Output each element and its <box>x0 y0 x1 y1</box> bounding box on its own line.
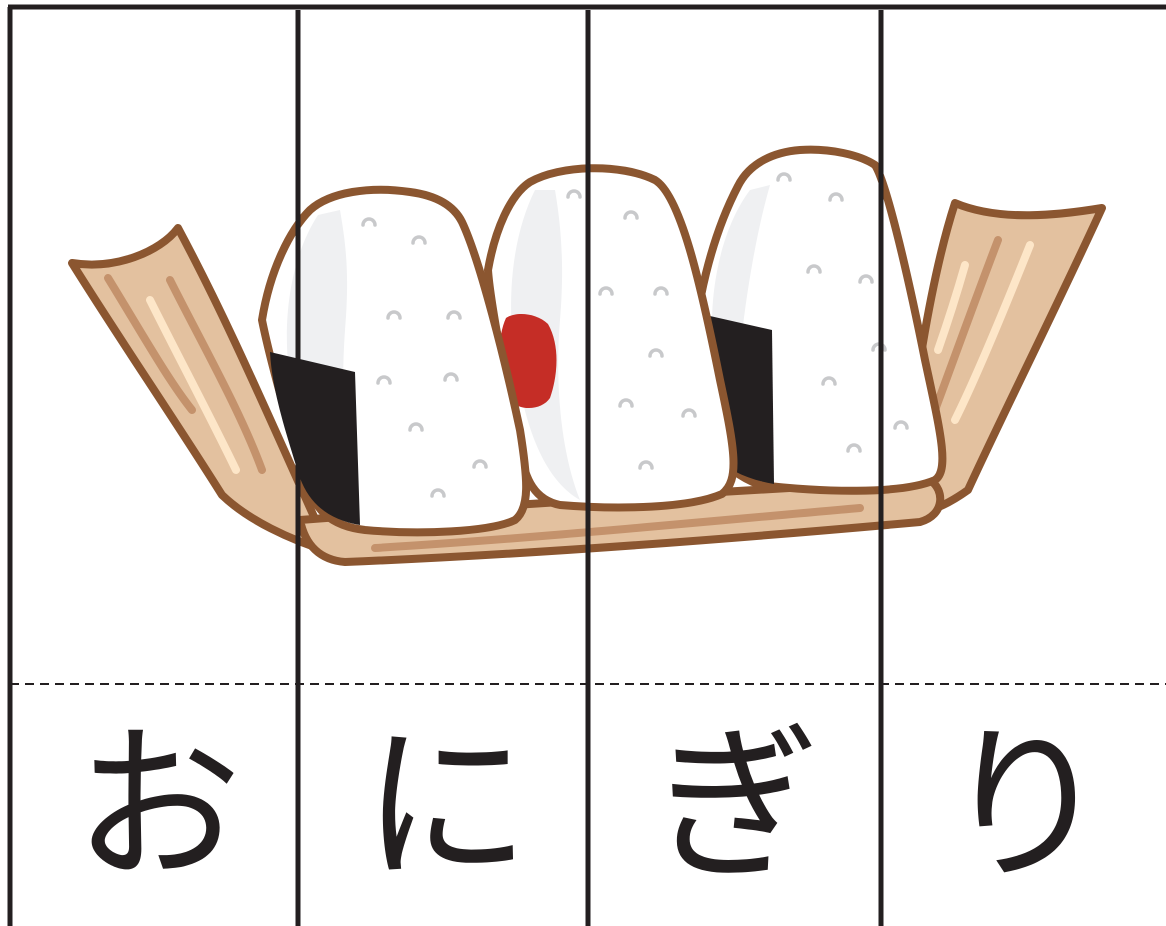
kana-label-o: お <box>74 708 242 904</box>
onigiri-icon <box>258 185 531 537</box>
onigiri-tray-illustration <box>68 145 1106 566</box>
kana-label-ri: り <box>942 708 1110 904</box>
puzzle-frame <box>7 4 1166 926</box>
kana-label-ni: に <box>362 708 530 904</box>
nori-icon <box>270 352 360 525</box>
kana-label-gi: ぎ <box>652 708 820 904</box>
